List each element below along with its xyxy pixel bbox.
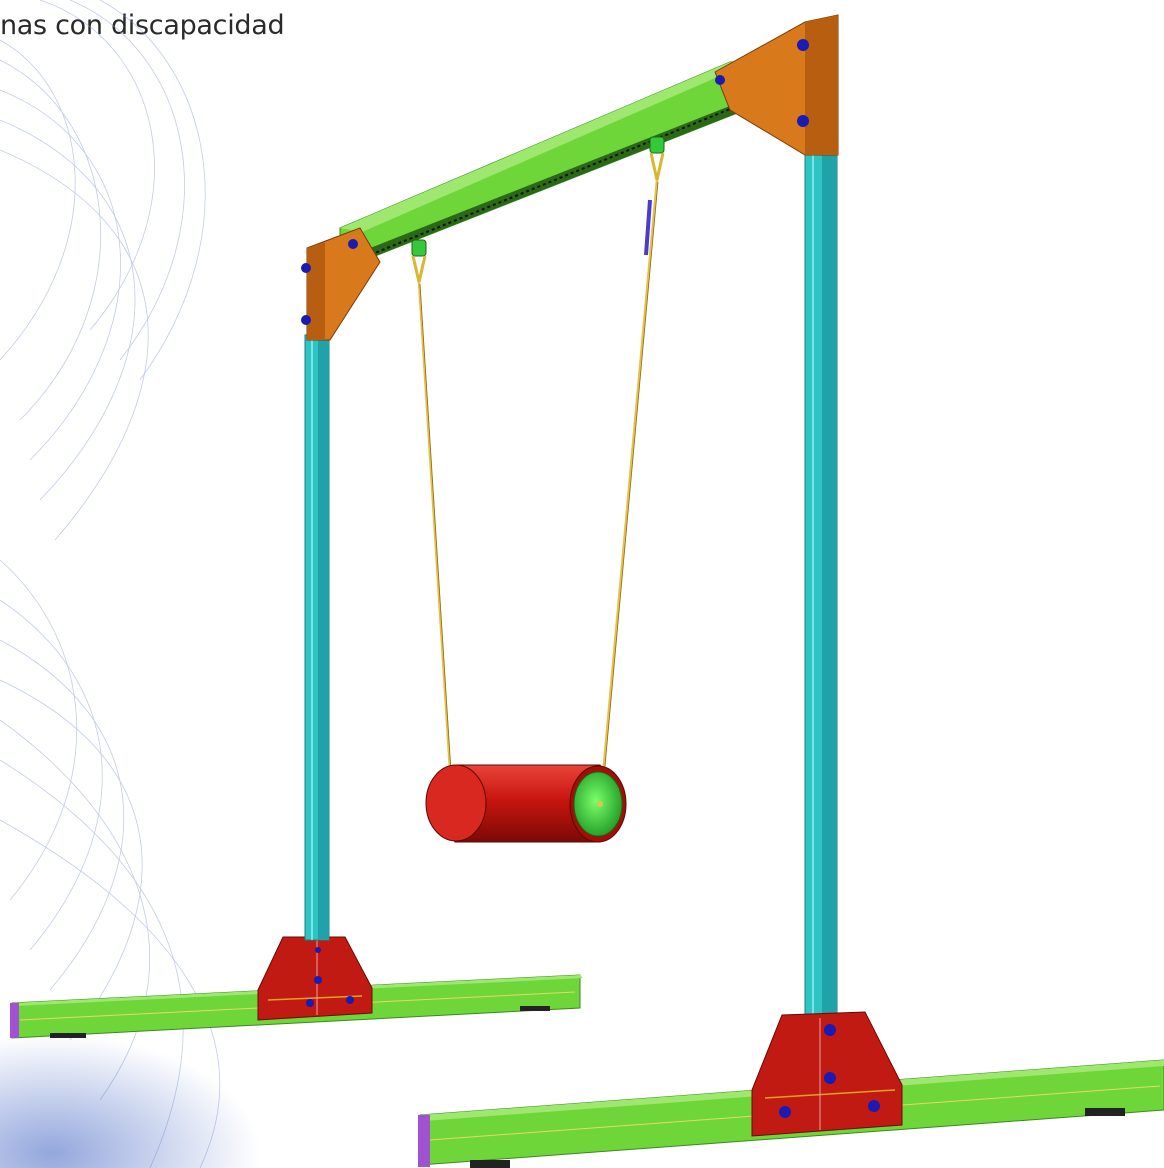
left-base-plate — [257, 936, 373, 1021]
decorative-wave-lines — [0, 0, 221, 1168]
left-hanger — [411, 239, 427, 283]
left-column — [304, 334, 330, 941]
left-gusset — [301, 227, 381, 341]
swing-seat — [425, 764, 627, 843]
top-beam — [339, 61, 746, 263]
right-gusset — [714, 14, 839, 156]
caption-text: nas con discapacidad — [0, 10, 285, 41]
right-base-plate — [751, 1011, 903, 1137]
blue-glow-decoration — [0, 1020, 260, 1168]
right-beam-end-cap — [418, 1115, 430, 1167]
left-beam-end-cap — [10, 1003, 19, 1038]
right-hanger — [649, 136, 665, 181]
swing-ropes — [417, 179, 659, 778]
right-column — [804, 29, 838, 1016]
